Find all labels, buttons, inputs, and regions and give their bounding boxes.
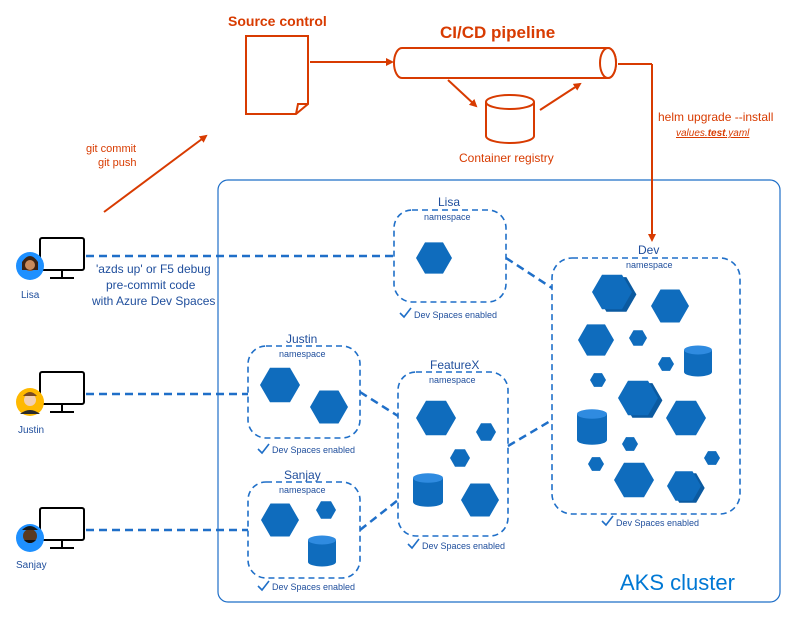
hexagon-icon — [666, 400, 706, 436]
ns-featurex-sub: namespace — [429, 375, 476, 385]
hexagon-icon — [704, 451, 720, 465]
ns-justin-title: Justin — [286, 332, 317, 346]
dashed-connectors — [86, 254, 553, 532]
arrow-git-push — [103, 134, 208, 213]
ns-lisa-sub: namespace — [424, 212, 471, 222]
namespace-sanjay — [247, 481, 361, 579]
user-lisa-label: Lisa — [21, 290, 40, 301]
database-icon — [308, 535, 337, 567]
document-icon — [245, 35, 309, 115]
ns-sanjay-sub: namespace — [279, 485, 326, 495]
database-icon — [684, 345, 712, 377]
git-push-label: git push — [98, 157, 137, 169]
checkmark-icon — [601, 515, 614, 527]
ns-featurex-enabled: Dev Spaces enabled — [422, 541, 505, 551]
ns-lisa-title: Lisa — [438, 195, 460, 209]
devs-note-line2: pre-commit code — [106, 278, 196, 292]
namespace-featurex — [397, 371, 509, 537]
hexagon-icon — [260, 367, 300, 403]
ns-dev-sub: namespace — [626, 260, 673, 270]
hexagon-icon — [476, 423, 496, 441]
hexagon-icon — [590, 373, 606, 387]
hexagon-icon — [261, 503, 299, 537]
ns-sanjay-enabled: Dev Spaces enabled — [272, 582, 355, 592]
namespace-dev — [551, 257, 741, 515]
pipe-icon — [393, 47, 617, 79]
hexagon-icon — [592, 274, 632, 310]
checkmark-icon — [257, 580, 270, 592]
arrow-pipeline-to-registry — [447, 79, 478, 108]
ns-dev-enabled: Dev Spaces enabled — [616, 518, 699, 528]
checkmark-icon — [257, 443, 270, 455]
devs-note-line3: with Azure Dev Spaces — [91, 294, 215, 308]
hexagon-icon — [629, 330, 647, 346]
hexagon-icon — [461, 483, 499, 517]
hexagon-icon — [622, 437, 638, 451]
ns-sanjay-title: Sanjay — [284, 468, 321, 482]
monitor-icon — [39, 237, 85, 279]
monitor-icon — [39, 507, 85, 549]
user-justin-label: Justin — [18, 425, 44, 436]
namespace-lisa — [393, 209, 507, 303]
aks-cluster-frame — [217, 179, 781, 603]
monitor-icon — [39, 371, 85, 413]
hexagon-icon — [651, 289, 689, 323]
service-icons — [260, 242, 720, 567]
hexagon-icon — [614, 462, 654, 498]
hexagon-icon — [416, 400, 456, 436]
ns-justin-sub: namespace — [279, 349, 326, 359]
namespace-justin — [247, 345, 361, 439]
ns-justin-enabled: Dev Spaces enabled — [272, 445, 355, 455]
hexagon-icon — [658, 357, 674, 371]
hexagon-icon — [578, 324, 614, 356]
hexagon-icon — [316, 501, 336, 519]
values-file-label: values.test.yaml — [676, 128, 750, 139]
checkmark-icon — [399, 307, 412, 319]
user-sanjay-label: Sanjay — [16, 560, 47, 571]
avatar-icon — [16, 252, 44, 280]
arrow-registry-to-pipeline — [539, 82, 582, 111]
database-icon — [577, 409, 607, 445]
hexagon-icon — [618, 380, 658, 416]
git-commit-label: git commit — [86, 143, 136, 155]
avatar-icon — [16, 388, 44, 416]
ns-featurex-title: FeatureX — [430, 358, 479, 372]
hexagon-icon — [588, 457, 604, 471]
database-icon — [485, 94, 535, 144]
source-control-label: Source control — [228, 13, 327, 29]
avatar-icon — [16, 524, 44, 552]
aks-cluster-label: AKS cluster — [620, 570, 735, 595]
checkmark-icon — [407, 538, 420, 550]
hexagon-icon — [667, 471, 701, 501]
devs-note-line1: 'azds up' or F5 debug — [96, 262, 211, 276]
hexagon-icon — [310, 390, 348, 424]
hexagon-icon — [450, 449, 470, 467]
database-icon — [413, 473, 443, 507]
ns-dev-title: Dev — [638, 243, 659, 257]
pipeline-label: CI/CD pipeline — [440, 23, 555, 42]
helm-command-label: helm upgrade --install — [658, 110, 773, 124]
ns-lisa-enabled: Dev Spaces enabled — [414, 310, 497, 320]
hexagon-icon — [416, 242, 452, 274]
registry-label: Container registry — [459, 151, 554, 165]
